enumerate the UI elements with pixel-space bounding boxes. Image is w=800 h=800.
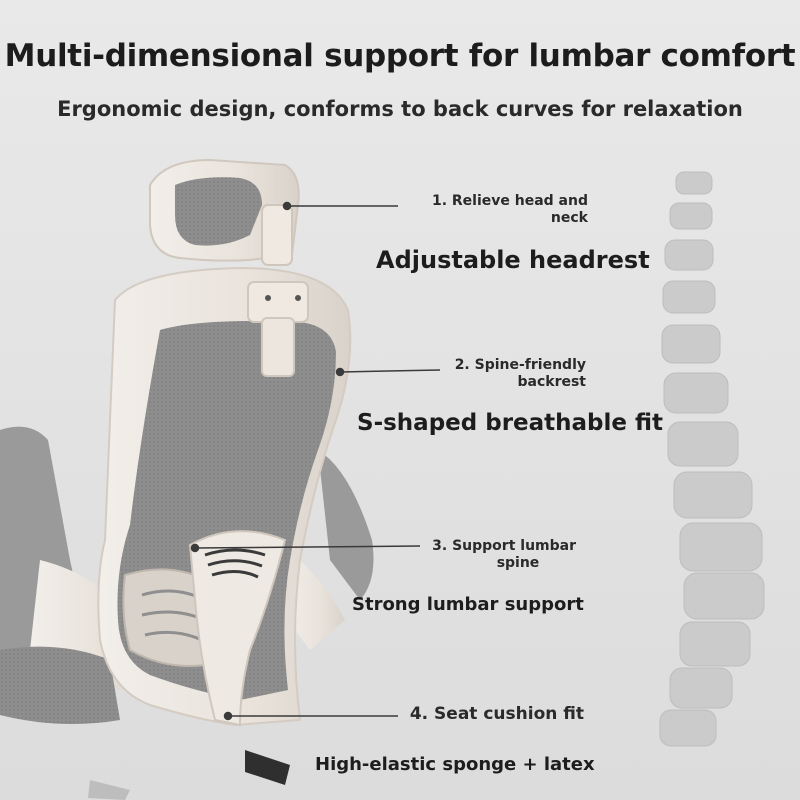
callout-4-label: 4. Seat cushion fit [400, 705, 584, 724]
callout-2-line1: 2. Spine-friendly [454, 357, 586, 373]
chair-illustration [0, 158, 374, 800]
callout-2-label: 2. Spine-friendly backrest [400, 357, 586, 391]
callout-4-line1: 4. Seat cushion fit [409, 704, 584, 724]
page-subtitle: Ergonomic design, conforms to back curve… [57, 97, 743, 121]
callout-1-line2: neck [550, 210, 588, 226]
callout-3-feature: Strong lumbar support [352, 594, 584, 615]
callout-3-line2: spine [496, 555, 540, 571]
callout-4-feature: High-elastic sponge + latex [315, 754, 595, 775]
callout-2-feature: S-shaped breathable fit [357, 410, 664, 436]
callout-3-line1: 3. Support lumbar [432, 538, 576, 554]
callout-1-line1: 1. Relieve head and [431, 193, 588, 209]
callout-1-feature: Adjustable headrest [376, 246, 650, 274]
callout-lines [190, 201, 441, 721]
callout-3-label: 3. Support lumbar spine [400, 538, 576, 572]
callout-1-label: 1. Relieve head and neck [390, 193, 588, 227]
callout-2-line2: backrest [517, 374, 586, 390]
page-title: Multi-dimensional support for lumbar com… [4, 38, 796, 74]
spine-illustration [659, 171, 765, 747]
